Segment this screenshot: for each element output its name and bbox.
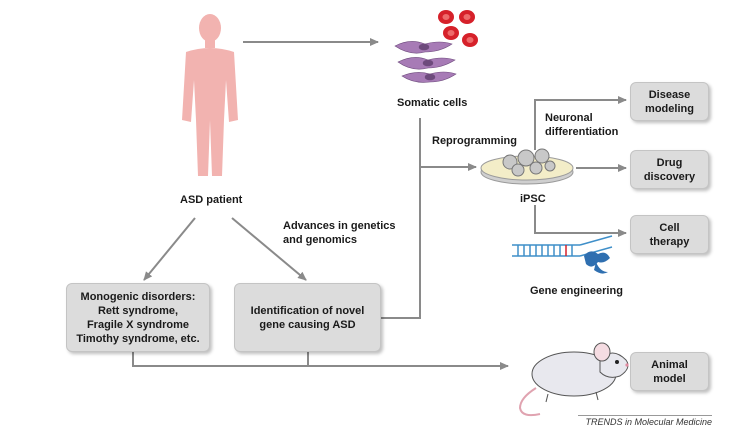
connector-to-animal <box>132 352 509 370</box>
animal-model-line-2: model <box>653 372 686 385</box>
novel-gene-box: Identification of novel gene causing ASD <box>234 283 381 352</box>
human-figure-icon <box>182 14 238 176</box>
arrow-patient-to-monogenic <box>143 217 196 281</box>
petri-dish-icon <box>480 148 574 185</box>
red-blood-cells-icon <box>438 10 478 47</box>
disease-modeling-box: Disease modeling <box>630 82 709 121</box>
cell-therapy-line-2: therapy <box>649 235 690 248</box>
monogenic-disorders-box: Monogenic disorders: Rett syndrome, Frag… <box>66 283 210 352</box>
cell-therapy-box: Cell therapy <box>630 215 709 254</box>
asd-patient-label: ASD patient <box>180 194 243 206</box>
journal-footer: TRENDS in Molecular Medicine <box>578 415 712 427</box>
monogenic-line-3: Fragile X syndrome <box>86 318 190 331</box>
animal-model-box: Animal model <box>630 352 709 391</box>
dna-icon <box>512 235 613 257</box>
arrow-to-disease-modeling <box>534 96 627 150</box>
advances-line-2: and genomics <box>283 234 357 246</box>
mouse-icon <box>518 342 629 417</box>
connector-reprogramming <box>380 167 421 319</box>
drug-discovery-box: Drug discovery <box>630 150 709 189</box>
neuronal-differentiation-label: Neuronal differentiation <box>545 111 618 139</box>
gene-engineering-label: Gene engineering <box>530 285 623 297</box>
novel-gene-line-1: Identification of novel <box>250 304 365 317</box>
drug-discovery-line-1: Drug <box>656 156 683 169</box>
monogenic-line-2: Rett syndrome, <box>97 304 179 317</box>
neuronal-line-1: Neuronal <box>545 112 593 124</box>
arrow-patient-to-novel-gene <box>231 217 307 281</box>
novel-gene-line-2: gene causing ASD <box>259 318 356 331</box>
disease-modeling-line-2: modeling <box>645 102 694 115</box>
animal-model-line-1: Animal <box>651 358 688 371</box>
fibroblast-cells-icon <box>394 41 457 83</box>
reprogramming-label: Reprogramming <box>432 135 517 147</box>
advances-label: Advances in genetics and genomics <box>283 219 396 247</box>
drug-discovery-line-2: discovery <box>643 170 696 183</box>
somatic-cells-label: Somatic cells <box>397 97 468 109</box>
monogenic-line-1: Monogenic disorders: <box>80 290 196 303</box>
neuronal-line-2: differentiation <box>545 126 619 138</box>
cell-therapy-line-1: Cell <box>659 221 680 234</box>
arrow-to-cell-therapy <box>534 205 627 237</box>
enzyme-icon <box>584 251 610 274</box>
monogenic-line-4: Timothy syndrome, etc. <box>76 332 200 345</box>
ipsc-label: iPSC <box>520 193 546 205</box>
disease-modeling-line-1: Disease <box>648 88 691 101</box>
advances-line-1: Advances in genetics <box>283 220 396 232</box>
